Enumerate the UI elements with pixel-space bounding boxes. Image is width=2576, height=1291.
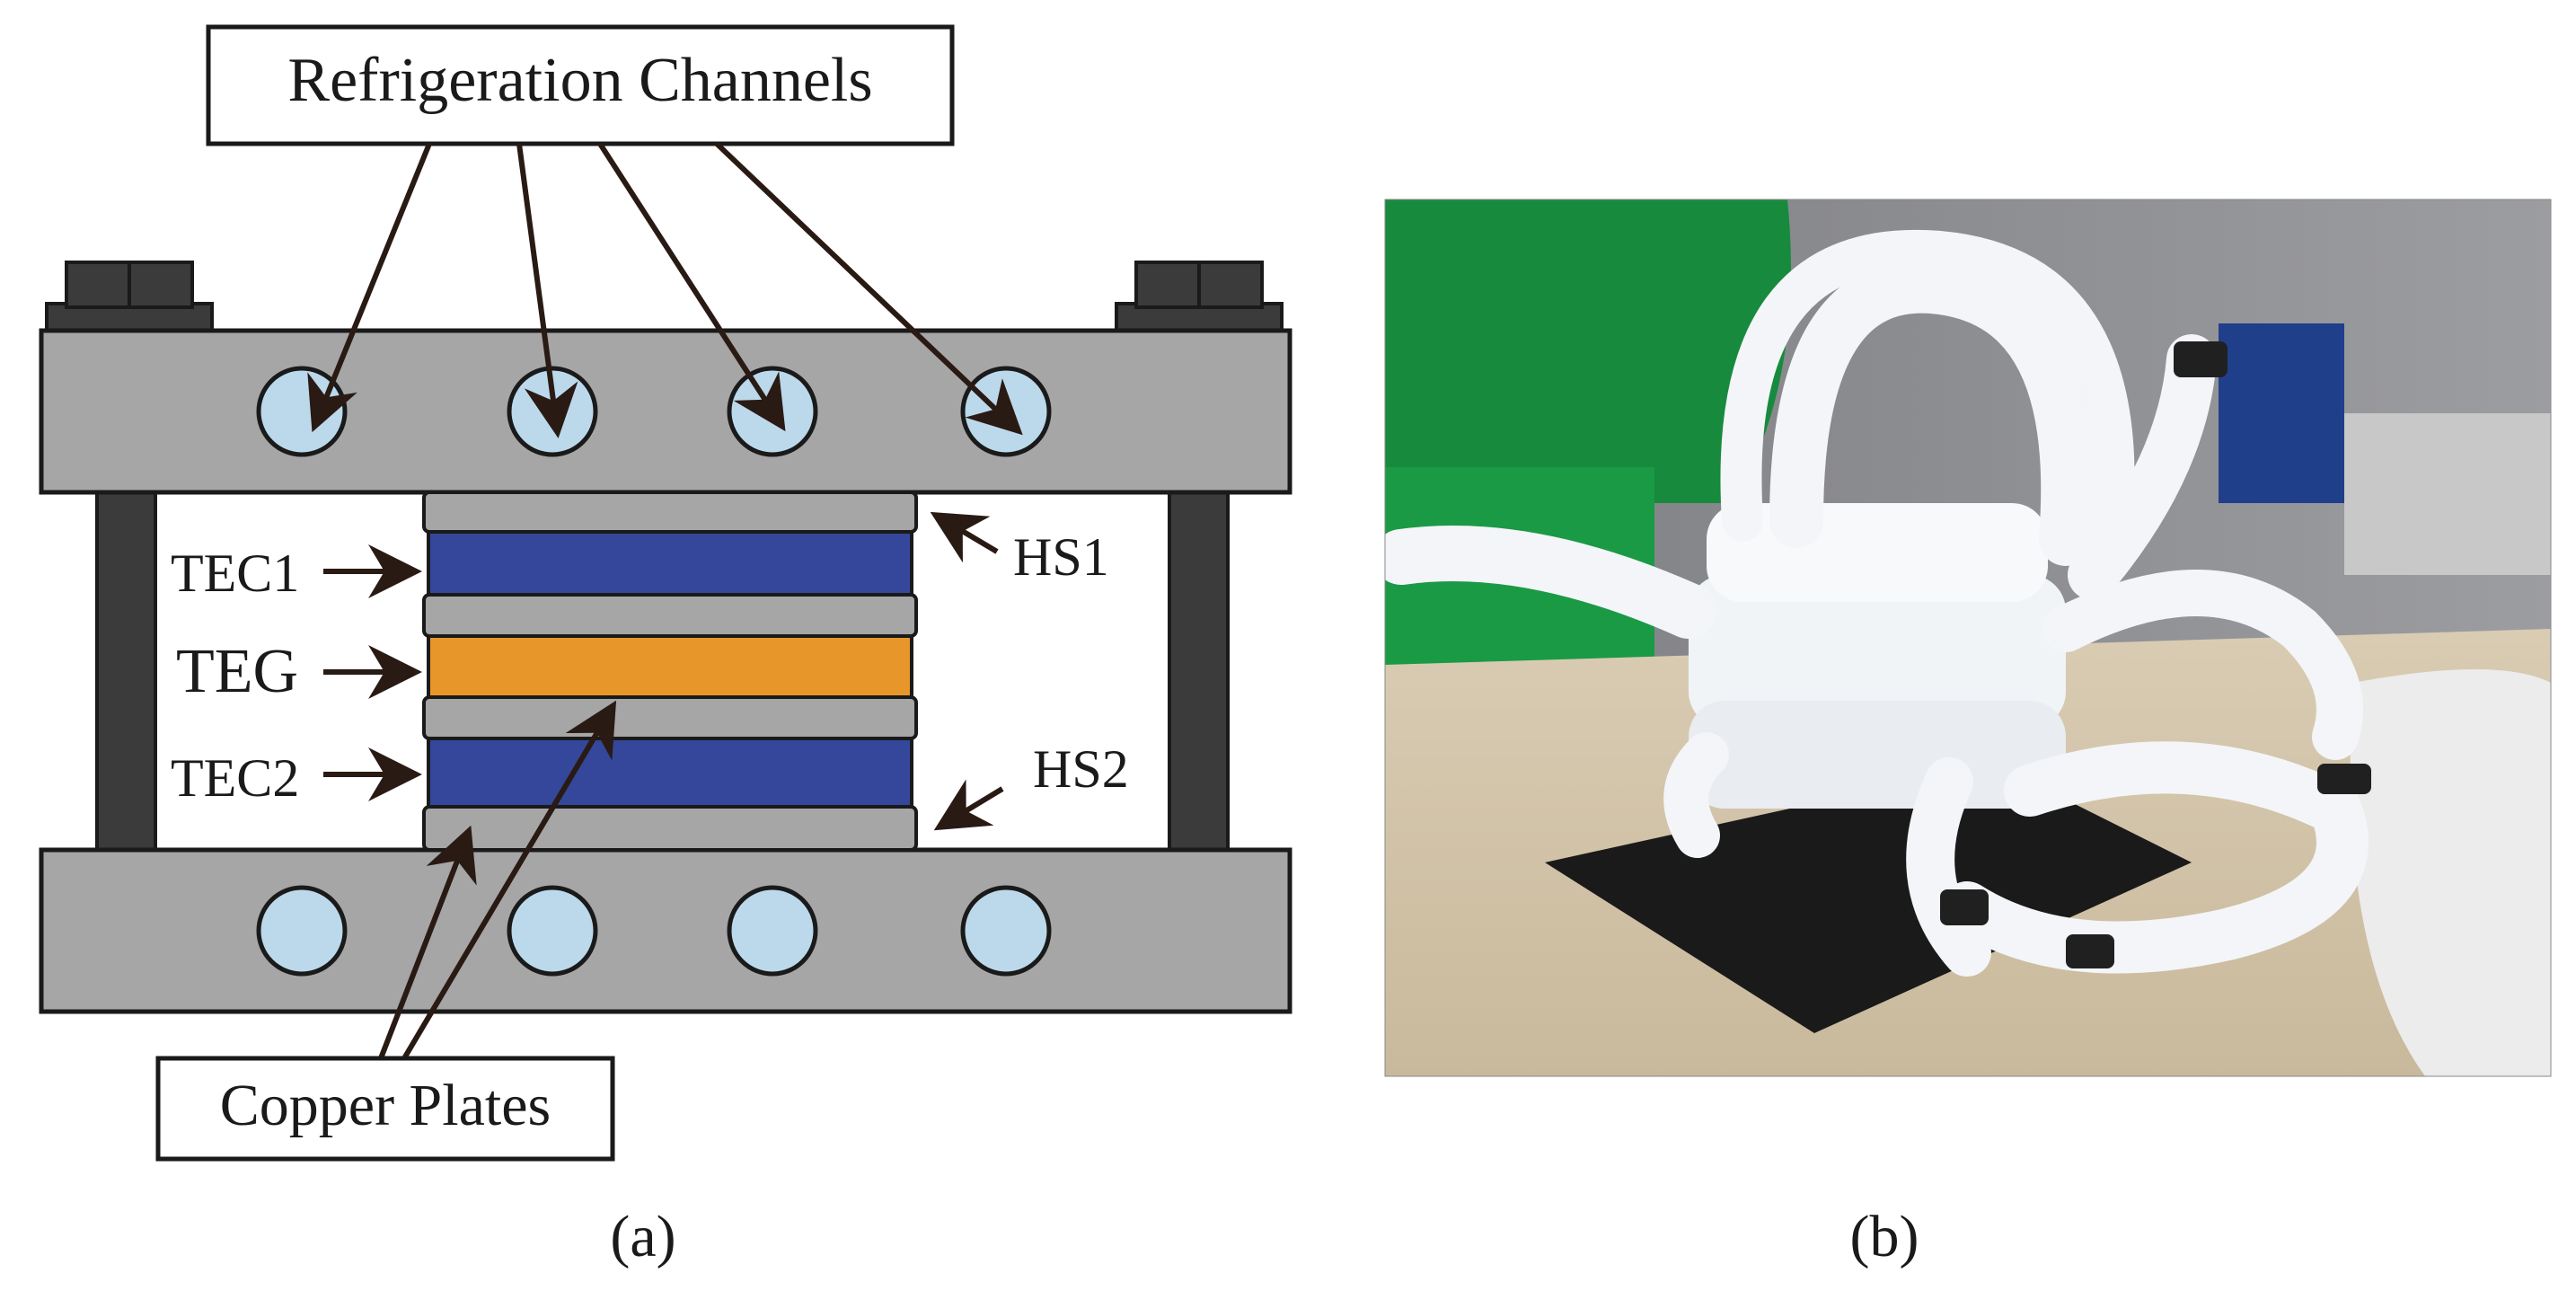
hs1-arrow	[930, 511, 999, 563]
hs2-arrow	[933, 779, 1004, 831]
copper-plate-3	[422, 695, 918, 740]
top-plate	[39, 328, 1292, 495]
channel-bottom-4	[960, 885, 1052, 977]
teg-label: TEG	[176, 637, 298, 706]
channel-bottom-3	[727, 885, 818, 977]
refrigeration-channels-label: Refrigeration Channels	[287, 46, 872, 115]
copper-plates-label: Copper Plates	[220, 1073, 551, 1138]
tec1-label: TEC1	[171, 544, 299, 603]
refrigeration-channels-box	[206, 24, 955, 146]
panel-b-photo: (b)	[1384, 199, 2552, 1269]
caption-b: (b)	[1850, 1204, 1919, 1269]
channel-bottom-1	[256, 885, 348, 977]
tec2-label: TEC2	[171, 748, 299, 808]
copper-plate-4	[422, 805, 918, 852]
right-post	[1168, 491, 1230, 852]
hs1-label: HS1	[1013, 527, 1109, 587]
copper-plates-box	[155, 1056, 615, 1162]
channel-top-4	[960, 366, 1052, 457]
panel-a-schematic: Refrigeration Channels TEC1 TEG TEC2 HS1…	[39, 24, 1292, 1269]
tec1-layer	[427, 530, 913, 597]
top-left-bolt	[45, 261, 214, 336]
top-right-bolt	[1115, 261, 1284, 336]
teg-layer	[427, 634, 913, 699]
copper-plate-2	[422, 593, 918, 638]
left-post	[95, 491, 157, 852]
bottom-plate	[39, 847, 1292, 1014]
copper-plate-arrows	[378, 700, 617, 1060]
hs2-label: HS2	[1033, 739, 1129, 799]
channel-bottom-2	[507, 885, 598, 977]
copper-plate-1	[422, 491, 918, 534]
tec2-layer	[427, 737, 913, 809]
caption-a: (a)	[610, 1204, 675, 1269]
channel-arrows	[307, 141, 1023, 438]
